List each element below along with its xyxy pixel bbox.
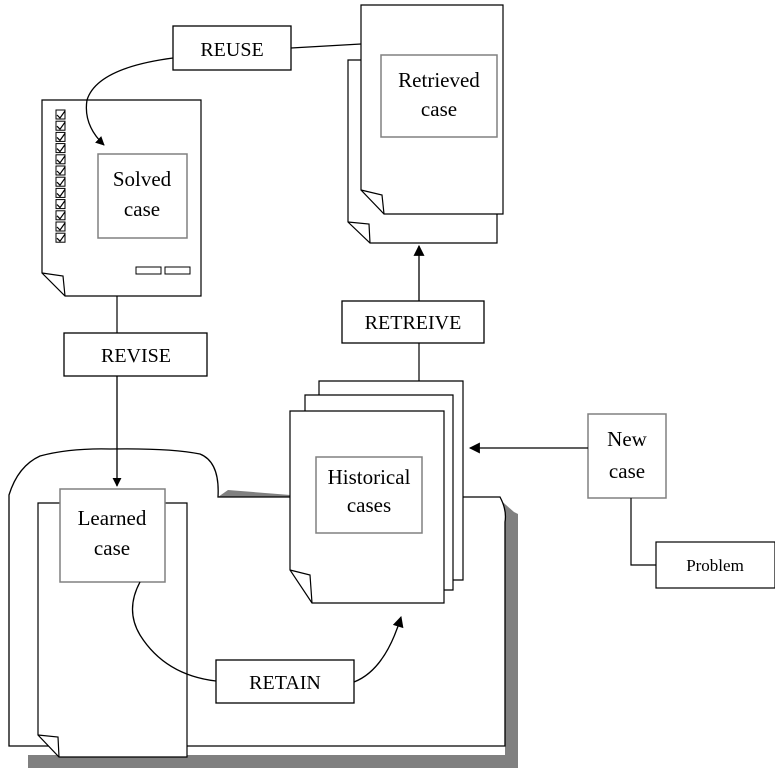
checkmark-icon: [56, 222, 66, 231]
form-field-1: [135, 266, 162, 275]
reuse-to-solved-arrow: [85, 57, 174, 146]
checkbox-icon: [55, 232, 66, 243]
new-case-node: New case: [587, 413, 667, 499]
checkmark-icon: [56, 133, 66, 142]
solved-case-label-line1: Solved: [113, 167, 172, 191]
checkmark-icon: [56, 177, 66, 187]
revise-box: [63, 332, 208, 377]
revise-label: REVISE: [101, 345, 171, 367]
checkbox-icon: [55, 109, 66, 120]
solved-case-label-line2: case: [124, 197, 160, 221]
checkbox-icon: [55, 199, 66, 210]
problem-node: Problem: [655, 541, 775, 589]
new-case-label-line2: case: [609, 459, 645, 483]
retrieved-case-label-line2: case: [421, 97, 457, 121]
new-case-label-line1: New: [607, 427, 647, 451]
problem-box: [655, 541, 775, 589]
historical-cases-label-line1: Historical: [328, 465, 411, 489]
checkbox-icon: [55, 165, 66, 176]
checkbox-icon: [55, 154, 66, 165]
learned-case-box: [59, 488, 166, 583]
checkbox-icon: [55, 210, 66, 221]
historical-cases-stack: Historical cases: [289, 380, 464, 604]
retain-label: RETAIN: [249, 672, 321, 694]
retain-step: RETAIN: [215, 659, 355, 704]
checkmark-icon: [56, 144, 66, 153]
historical-cases-label-line2: cases: [347, 493, 391, 517]
problem-label: Problem: [686, 556, 744, 575]
checkbox-column: [55, 109, 66, 243]
solved-case-form: Solved case: [41, 99, 202, 297]
checkmark-icon: [56, 200, 66, 209]
checkbox-icon: [55, 143, 66, 154]
checkmark-icon: [56, 211, 66, 220]
learned-case-page: Learned case: [37, 488, 188, 758]
retrieved-case-stack: Retrieved case: [347, 4, 504, 244]
reuse-label: REUSE: [200, 39, 263, 61]
checkbox-icon: [55, 120, 66, 131]
form-field-2: [164, 266, 191, 275]
retreive-box: [341, 300, 485, 344]
retain-box: [215, 659, 355, 704]
reuse-step: REUSE: [172, 25, 292, 71]
checkmark-icon: [56, 155, 66, 164]
learned-to-retain-connector: [131, 581, 217, 682]
learned-case-label-line2: case: [94, 536, 130, 560]
retreive-label: RETREIVE: [365, 312, 462, 334]
retain-to-historical-arrow: [353, 615, 404, 683]
checkmark-icon: [56, 121, 66, 131]
checkmark-icon: [56, 166, 66, 175]
solved-case-box: [97, 153, 188, 239]
retrieved-case-box: [380, 54, 498, 138]
checkbox-icon: [55, 176, 66, 187]
learned-case-label-line1: Learned: [78, 506, 147, 530]
retreive-step: RETREIVE: [341, 300, 485, 344]
reuse-box: [172, 25, 292, 71]
retrieved-case-label-line1: Retrieved: [398, 68, 480, 92]
checkmark-icon: [56, 189, 66, 198]
historical-cases-box: [315, 456, 423, 534]
new-case-to-problem-connector: [630, 498, 656, 566]
checkbox-icon: [55, 221, 66, 232]
checkbox-icon: [55, 131, 66, 142]
checkmark-icon: [56, 233, 66, 243]
reuse-to-retrieved-connector: [290, 43, 362, 49]
checkmark-icon: [56, 110, 66, 119]
revise-step: REVISE: [63, 332, 208, 377]
checkbox-icon: [55, 187, 66, 198]
new-case-box: [587, 413, 667, 499]
